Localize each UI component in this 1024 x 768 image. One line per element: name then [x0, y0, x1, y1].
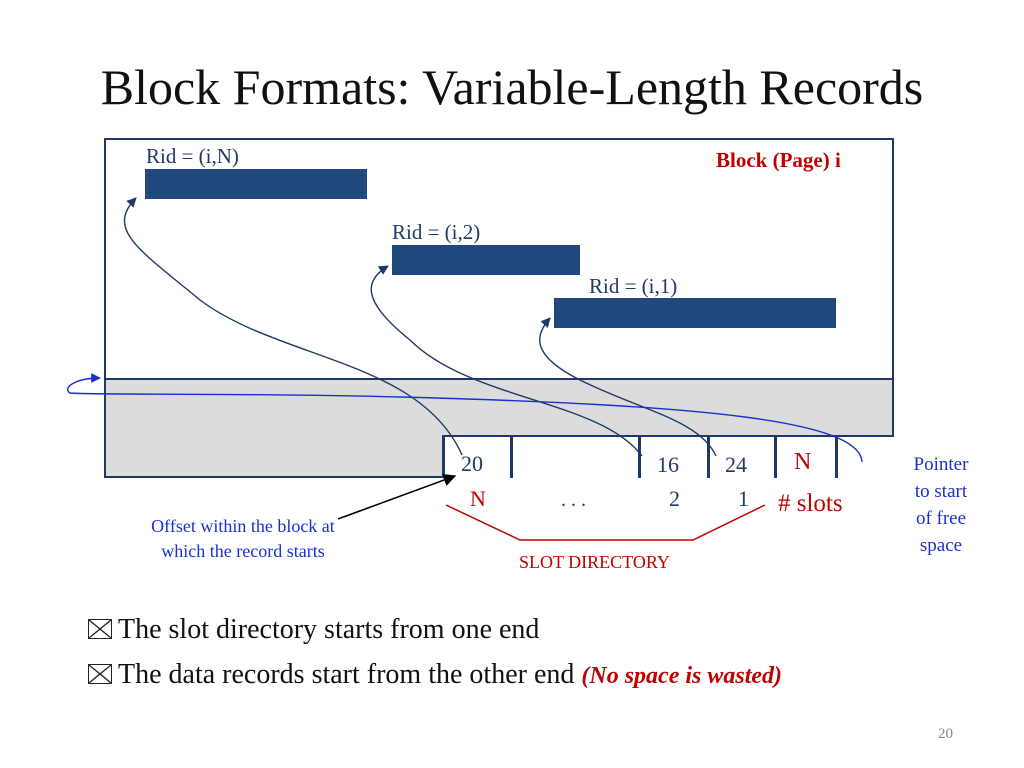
ballot-box-x-icon [88, 664, 112, 684]
slot-divider [638, 435, 641, 478]
pointer-annotation-line: to start [914, 481, 968, 502]
pointer-annotation-line: of free [915, 508, 967, 529]
bullet-item: The data records start from the other en… [88, 659, 782, 691]
slot-1-pointer [538, 317, 717, 457]
offset-annotation-line: Offset within the block at [151, 516, 335, 536]
pointer-annotation: Pointer to start of free space [898, 451, 984, 559]
record-n-rid: Rid = (i,N) [146, 144, 239, 168]
slot-count: N [794, 449, 812, 475]
ballot-box-x-icon [88, 619, 112, 639]
bullet-emphasis: (No space is wasted) [581, 663, 783, 689]
slot-divider [707, 435, 710, 478]
bullet-text: The data records start from the other en… [118, 659, 582, 690]
bullet-item: The slot directory starts from one end [88, 614, 539, 646]
record-2 [392, 245, 580, 275]
slot-directory-brace [445, 504, 766, 541]
offset-annotation-line: which the record starts [161, 541, 325, 561]
slot-index-ellipsis: . . . [561, 489, 586, 511]
offset-arrow [337, 473, 457, 520]
page-number: 20 [938, 726, 953, 742]
slot-index-2: 2 [669, 486, 680, 511]
pointer-annotation-line: space [919, 535, 963, 556]
slot-directory-label: SLOT DIRECTORY [519, 552, 670, 572]
slot-index-n: N [470, 486, 486, 511]
slot-divider [774, 435, 777, 478]
slot-divider [510, 435, 513, 478]
pointer-annotation-line: Pointer [913, 454, 969, 475]
slot-entry-1-offset: 24 [725, 452, 747, 477]
record-1-rid: Rid = (i,1) [589, 274, 678, 298]
slot-entry-2-offset: 16 [657, 452, 679, 477]
record-1 [554, 298, 836, 328]
free-space-pointer [67, 373, 863, 463]
record-2-rid: Rid = (i,2) [392, 220, 481, 244]
slot-divider [835, 435, 838, 478]
slot-entry-n-offset: 20 [461, 451, 483, 476]
record-n [145, 169, 367, 199]
slots-count-label: # slots [778, 490, 843, 517]
slide-title: Block Formats: Variable-Length Records [100, 59, 924, 115]
slot-2-pointer [370, 265, 643, 457]
bullet-text: The slot directory starts from one end [118, 614, 540, 645]
slot-divider [442, 435, 445, 478]
slot-directory [444, 435, 894, 478]
offset-annotation: Offset within the block at which the rec… [104, 514, 382, 564]
slot-index-1: 1 [738, 486, 749, 511]
slot-n-pointer [123, 197, 463, 456]
block-label: Block (Page) i [716, 148, 841, 172]
